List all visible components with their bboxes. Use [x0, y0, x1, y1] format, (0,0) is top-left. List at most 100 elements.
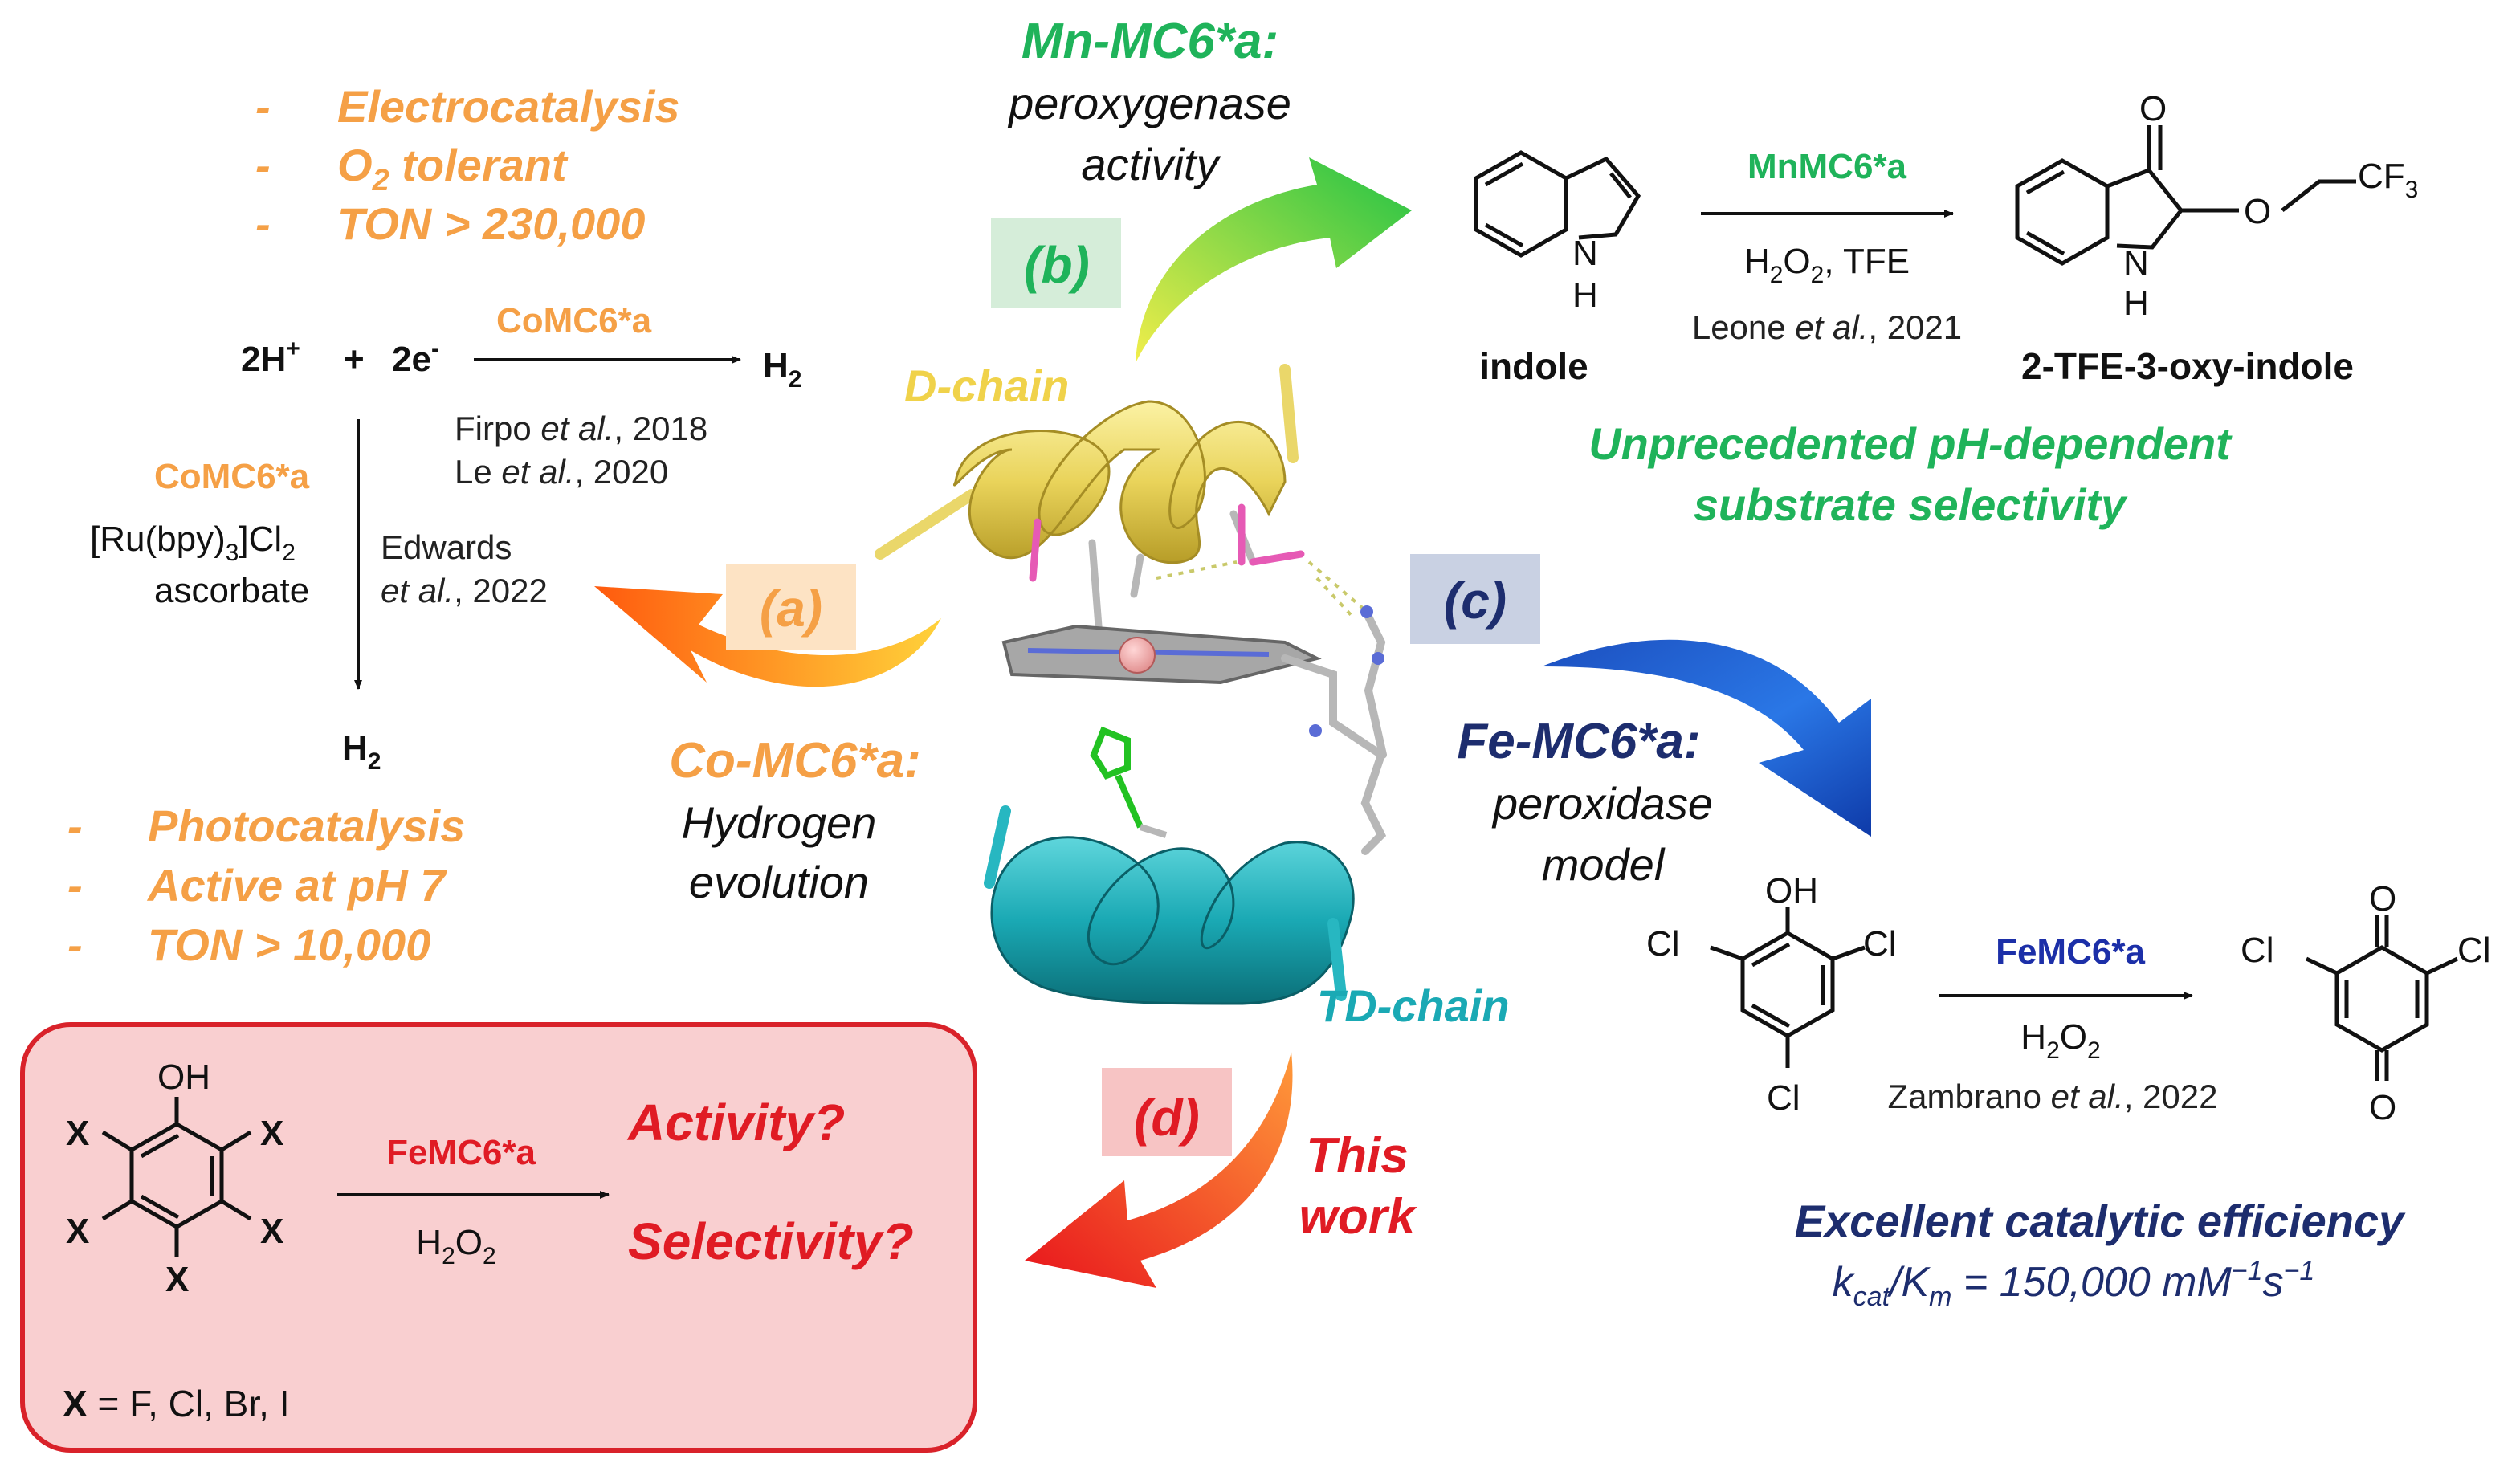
x-definition: X = F, Cl, Br, I: [63, 1383, 289, 1424]
hp-X5: X: [165, 1260, 189, 1299]
d-chain-top-tail: [1279, 364, 1299, 463]
quinone-Cl-right: Cl: [2457, 931, 2491, 970]
mn-role-1: peroxygenase: [1007, 78, 1291, 128]
dash-6: -: [67, 919, 83, 970]
side-chain-3: [1130, 553, 1144, 598]
tfe-atom-O-carbonyl: O: [2139, 89, 2167, 128]
electro-refs: Firpo et al., 2018 Le et al., 2020: [455, 410, 707, 491]
side-chain-2: [1088, 539, 1103, 630]
side-chain-5: [1249, 550, 1305, 566]
tcp-Cl-bottom: Cl: [1767, 1078, 1800, 1118]
mn-enzyme-name: Mn-MC6*a:: [1021, 14, 1278, 69]
fe-efficiency: Excellent catalytic efficiency kcat/Km =…: [1795, 1196, 2406, 1312]
this-work-box: [20, 1022, 977, 1453]
td-chain-helix: [984, 805, 1355, 1005]
feature-ton-230000: TON > 230,000: [337, 198, 645, 249]
arrow-b: [1136, 157, 1412, 363]
co-enzyme-name: Co-MC6*a:: [669, 733, 920, 788]
hp-x4-bond: [220, 1199, 252, 1221]
hp-db-1: [140, 1133, 180, 1159]
feature-active-ph7: Active at pH 7: [146, 860, 447, 911]
indole-db-3: [1609, 172, 1632, 199]
co-enzyme-label: Co-MC6*a: Hydrogen evolution: [669, 733, 920, 907]
co-electro-reaction: 2H+ + 2e- H2: [241, 336, 801, 393]
label-a: (a): [760, 580, 822, 638]
co-features-bottom: - Photocatalysis - Active at pH 7 - TON …: [67, 801, 465, 970]
quinone-atoms: O O Cl Cl: [2241, 879, 2491, 1127]
dash-5: -: [67, 860, 83, 911]
quinone-ring: [2334, 945, 2429, 1053]
feature-photocatalysis: Photocatalysis: [148, 801, 465, 851]
td-chain-tail: [984, 805, 1011, 889]
tcp-Cl-right: Cl: [1863, 924, 1897, 964]
tcp-ring: [1740, 931, 1835, 1038]
d-chain-ribbon: [953, 400, 1287, 564]
td-chain-label: TD-chain: [1317, 980, 1510, 1031]
tcp-db-3: [1751, 1003, 1791, 1029]
dash-2: -: [255, 140, 271, 190]
tfe-atom-N: N: [2123, 243, 2149, 283]
photo-product-h2: H2: [342, 728, 381, 775]
ref-edwards-year: et al., 2022: [381, 572, 548, 609]
hbond-2: [1307, 560, 1367, 612]
this-work-line-2: work: [1299, 1189, 1418, 1245]
fe-role-1: peroxidase: [1491, 778, 1713, 829]
fe-enzyme-label: Fe-MC6*a: peroxidase model: [1457, 714, 1713, 890]
label-d: (d): [1134, 1089, 1200, 1147]
tcp-cl-right-bond: [1832, 945, 1866, 961]
arg-n-2: [1372, 652, 1384, 665]
quinone-structure: [2305, 915, 2459, 1081]
indole-structure: [1474, 150, 1641, 258]
photo-catalyst: CoMC6*a: [154, 457, 310, 496]
mn-reagents: H2O2, TFE: [1744, 242, 1910, 288]
this-work-label: This work: [1299, 1128, 1418, 1245]
label-c: (c): [1444, 572, 1507, 630]
arg-chain: [1361, 606, 1387, 759]
mn-note-2: substrate selectivity: [1694, 479, 2128, 530]
electro-catalyst: CoMC6*a: [496, 301, 652, 340]
photo-ref: Edwards et al., 2022: [381, 528, 548, 609]
quinone-cl-left-bond: [2305, 956, 2339, 976]
trichlorophenol-structure: [1710, 907, 1866, 1068]
hbond-1: [1156, 560, 1238, 580]
indole-N: N: [1572, 234, 1598, 273]
arrow-c: [1542, 639, 1871, 837]
indole-benzene-ring: [1474, 150, 1568, 258]
tfe-atom-H: H: [2123, 283, 2149, 323]
label-b-box: [991, 218, 1121, 308]
tfe-indole-structure: [2015, 125, 2356, 266]
fe-reagent: H2O2: [2020, 1017, 2100, 1064]
label-d-box: [1102, 1068, 1232, 1156]
tfe-db-2: [2025, 230, 2065, 256]
arrow-d: [1025, 1052, 1293, 1288]
feature-electrocatalysis: Electrocatalysis: [337, 81, 679, 132]
td-chain-ribbon: [990, 836, 1355, 1005]
hp-x3-bond: [101, 1199, 133, 1221]
mn-note: Unprecedented pH-dependent substrate sel…: [1588, 418, 2233, 530]
arg-n-1: [1360, 605, 1373, 618]
co-role-2: evolution: [689, 857, 869, 907]
question-selectivity: Selectivity?: [628, 1212, 914, 1270]
label-a-box: [726, 564, 856, 650]
this-work-reagent: H2O2: [416, 1223, 495, 1269]
hp-x1-bond: [101, 1130, 133, 1152]
hp-X4: X: [260, 1212, 283, 1251]
side-chain-1: [1029, 518, 1042, 582]
d-chain-tail: [875, 489, 977, 560]
ref-zambrano: Zambrano et al., 2022: [1888, 1078, 2218, 1115]
hp-X2: X: [260, 1114, 283, 1153]
this-work-catalyst: FeMC6*a: [386, 1133, 536, 1172]
porphyrin: [1001, 605, 1387, 855]
this-work-questions: Activity? Selectivity?: [626, 1094, 914, 1270]
d-chain-label: D-chain: [904, 361, 1069, 411]
tcp-Cl-left: Cl: [1646, 924, 1680, 964]
amide-n: [1309, 724, 1322, 737]
co-features-top: - Electrocatalysis - O2 tolerant - TON >…: [255, 81, 679, 249]
reactant-protons: 2H+: [241, 336, 300, 379]
label-c-box: [1410, 554, 1540, 644]
his-ring: [1090, 726, 1131, 780]
tfe-db-1: [2025, 169, 2065, 195]
quinone-Cl-left: Cl: [2241, 931, 2274, 970]
metal-center: [1119, 637, 1156, 674]
